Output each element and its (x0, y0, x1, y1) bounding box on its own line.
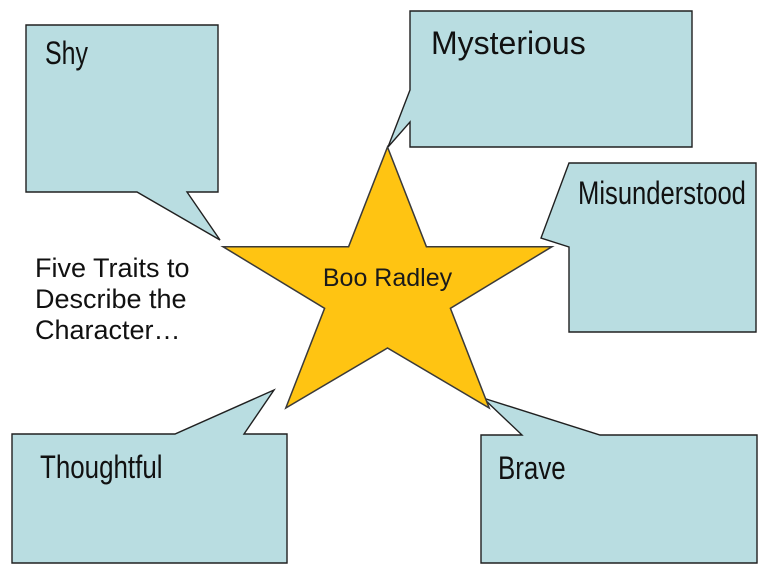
speech-bubble-misunderstood (540, 162, 757, 333)
trait-label-misunderstood: Misunderstood (578, 175, 746, 211)
trait-label-thoughtful: Thoughtful (40, 449, 163, 485)
star-label: Boo Radley (322, 264, 453, 292)
trait-label-shy: Shy (45, 35, 89, 71)
trait-label-brave: Brave (498, 450, 566, 486)
speech-bubble-thoughtful (11, 388, 288, 564)
trait-label-mysterious: Mysterious (431, 25, 586, 61)
speech-bubble-mysterious (387, 10, 693, 148)
slide-title: Five Traits to Describe the Character… (35, 253, 190, 345)
star-shape (220, 144, 555, 410)
speech-bubble-brave (480, 397, 758, 564)
speech-bubble-shy (25, 24, 221, 241)
